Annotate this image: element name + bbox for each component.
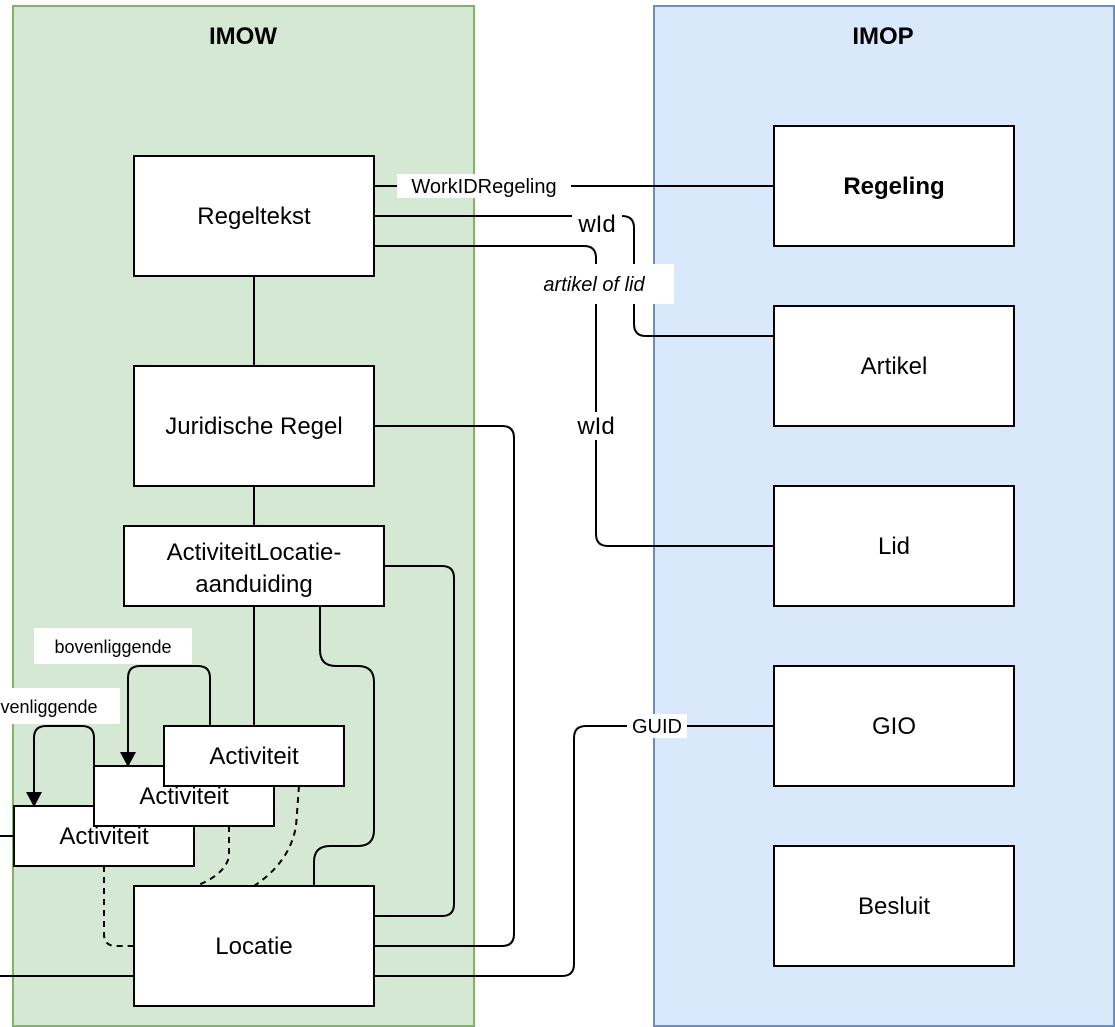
- box-activiteit-1-label: Activiteit: [209, 743, 299, 770]
- box-locatie[interactable]: [133, 885, 375, 1007]
- box-besluit[interactable]: [773, 845, 1015, 967]
- edge-label-bg-guid: [627, 714, 687, 738]
- edge-label-workid: WorkIDRegeling: [411, 176, 556, 198]
- dashed-connectors: [103, 785, 300, 947]
- box-regeling[interactable]: [773, 125, 1015, 247]
- box-regeling-label: Regeling: [843, 173, 944, 200]
- box-regeltekst[interactable]: [133, 155, 375, 277]
- edge-label-bg-bovenliggende-2: [0, 688, 120, 724]
- edge-label-bg-wid-artikel: [572, 210, 622, 236]
- edge-guid: [374, 725, 774, 977]
- arrowhead-bovenliggende-2: [26, 792, 42, 807]
- imop-title: IMOP: [852, 23, 913, 50]
- dashed-activiteit3-locatie: [103, 866, 134, 947]
- box-artikel[interactable]: [773, 305, 1015, 427]
- edge-label-bg-workid: [397, 174, 571, 198]
- edge-label-bg-artikel-of-lid: [526, 264, 674, 304]
- edge-juridische-locatie: [374, 425, 515, 947]
- box-activiteitlocatieaanduiding[interactable]: [123, 525, 385, 607]
- edge-label-guid: GUID: [632, 716, 682, 738]
- box-lid-label: Lid: [878, 533, 910, 560]
- edge-bovenliggende-1: [127, 665, 211, 756]
- box-gio[interactable]: [773, 665, 1015, 787]
- box-juridische-regel[interactable]: [133, 365, 375, 487]
- box-activiteitlocatie-label-2: aanduiding: [195, 571, 312, 598]
- box-artikel-label: Artikel: [861, 353, 928, 380]
- box-locatie-label: Locatie: [215, 933, 292, 960]
- box-regeltekst-label: Regeltekst: [197, 203, 311, 230]
- box-activiteit-3-label: Activiteit: [59, 823, 149, 850]
- edge-wid-lid: [374, 245, 774, 547]
- box-juridische-regel-label: Juridische Regel: [165, 413, 342, 440]
- edge-label-wid-lid: wId: [576, 413, 614, 440]
- arrowhead-bovenliggende-1: [120, 752, 136, 767]
- edge-activiteitlocatie-locatie-2: [313, 606, 375, 886]
- edge-label-bg-wid-lid: [570, 412, 622, 440]
- box-lid[interactable]: [773, 485, 1015, 607]
- imow-title: IMOW: [209, 23, 277, 50]
- box-activiteit-2-label: Activiteit: [139, 783, 229, 810]
- dashed-activiteit2-locatie: [195, 826, 230, 887]
- box-activiteitlocatie-label-1: ActiviteitLocatie-: [167, 539, 342, 566]
- box-gio-label: GIO: [872, 713, 916, 740]
- edge-label-bovenliggende-1: bovenliggende: [54, 637, 171, 657]
- edge-activiteitlocatie-locatie: [374, 565, 455, 917]
- edge-label-bovenliggende-2: bovenliggende: [0, 697, 98, 717]
- edge-bovenliggende-2: [33, 725, 95, 796]
- connectors: [0, 185, 774, 977]
- edge-label-wid-artikel: wId: [577, 211, 615, 238]
- edge-label-artikel-of-lid: artikel of lid: [543, 274, 645, 296]
- box-activiteit-1[interactable]: [163, 725, 345, 787]
- edge-label-bg-bovenliggende-1: [34, 628, 192, 664]
- box-besluit-label: Besluit: [858, 893, 930, 920]
